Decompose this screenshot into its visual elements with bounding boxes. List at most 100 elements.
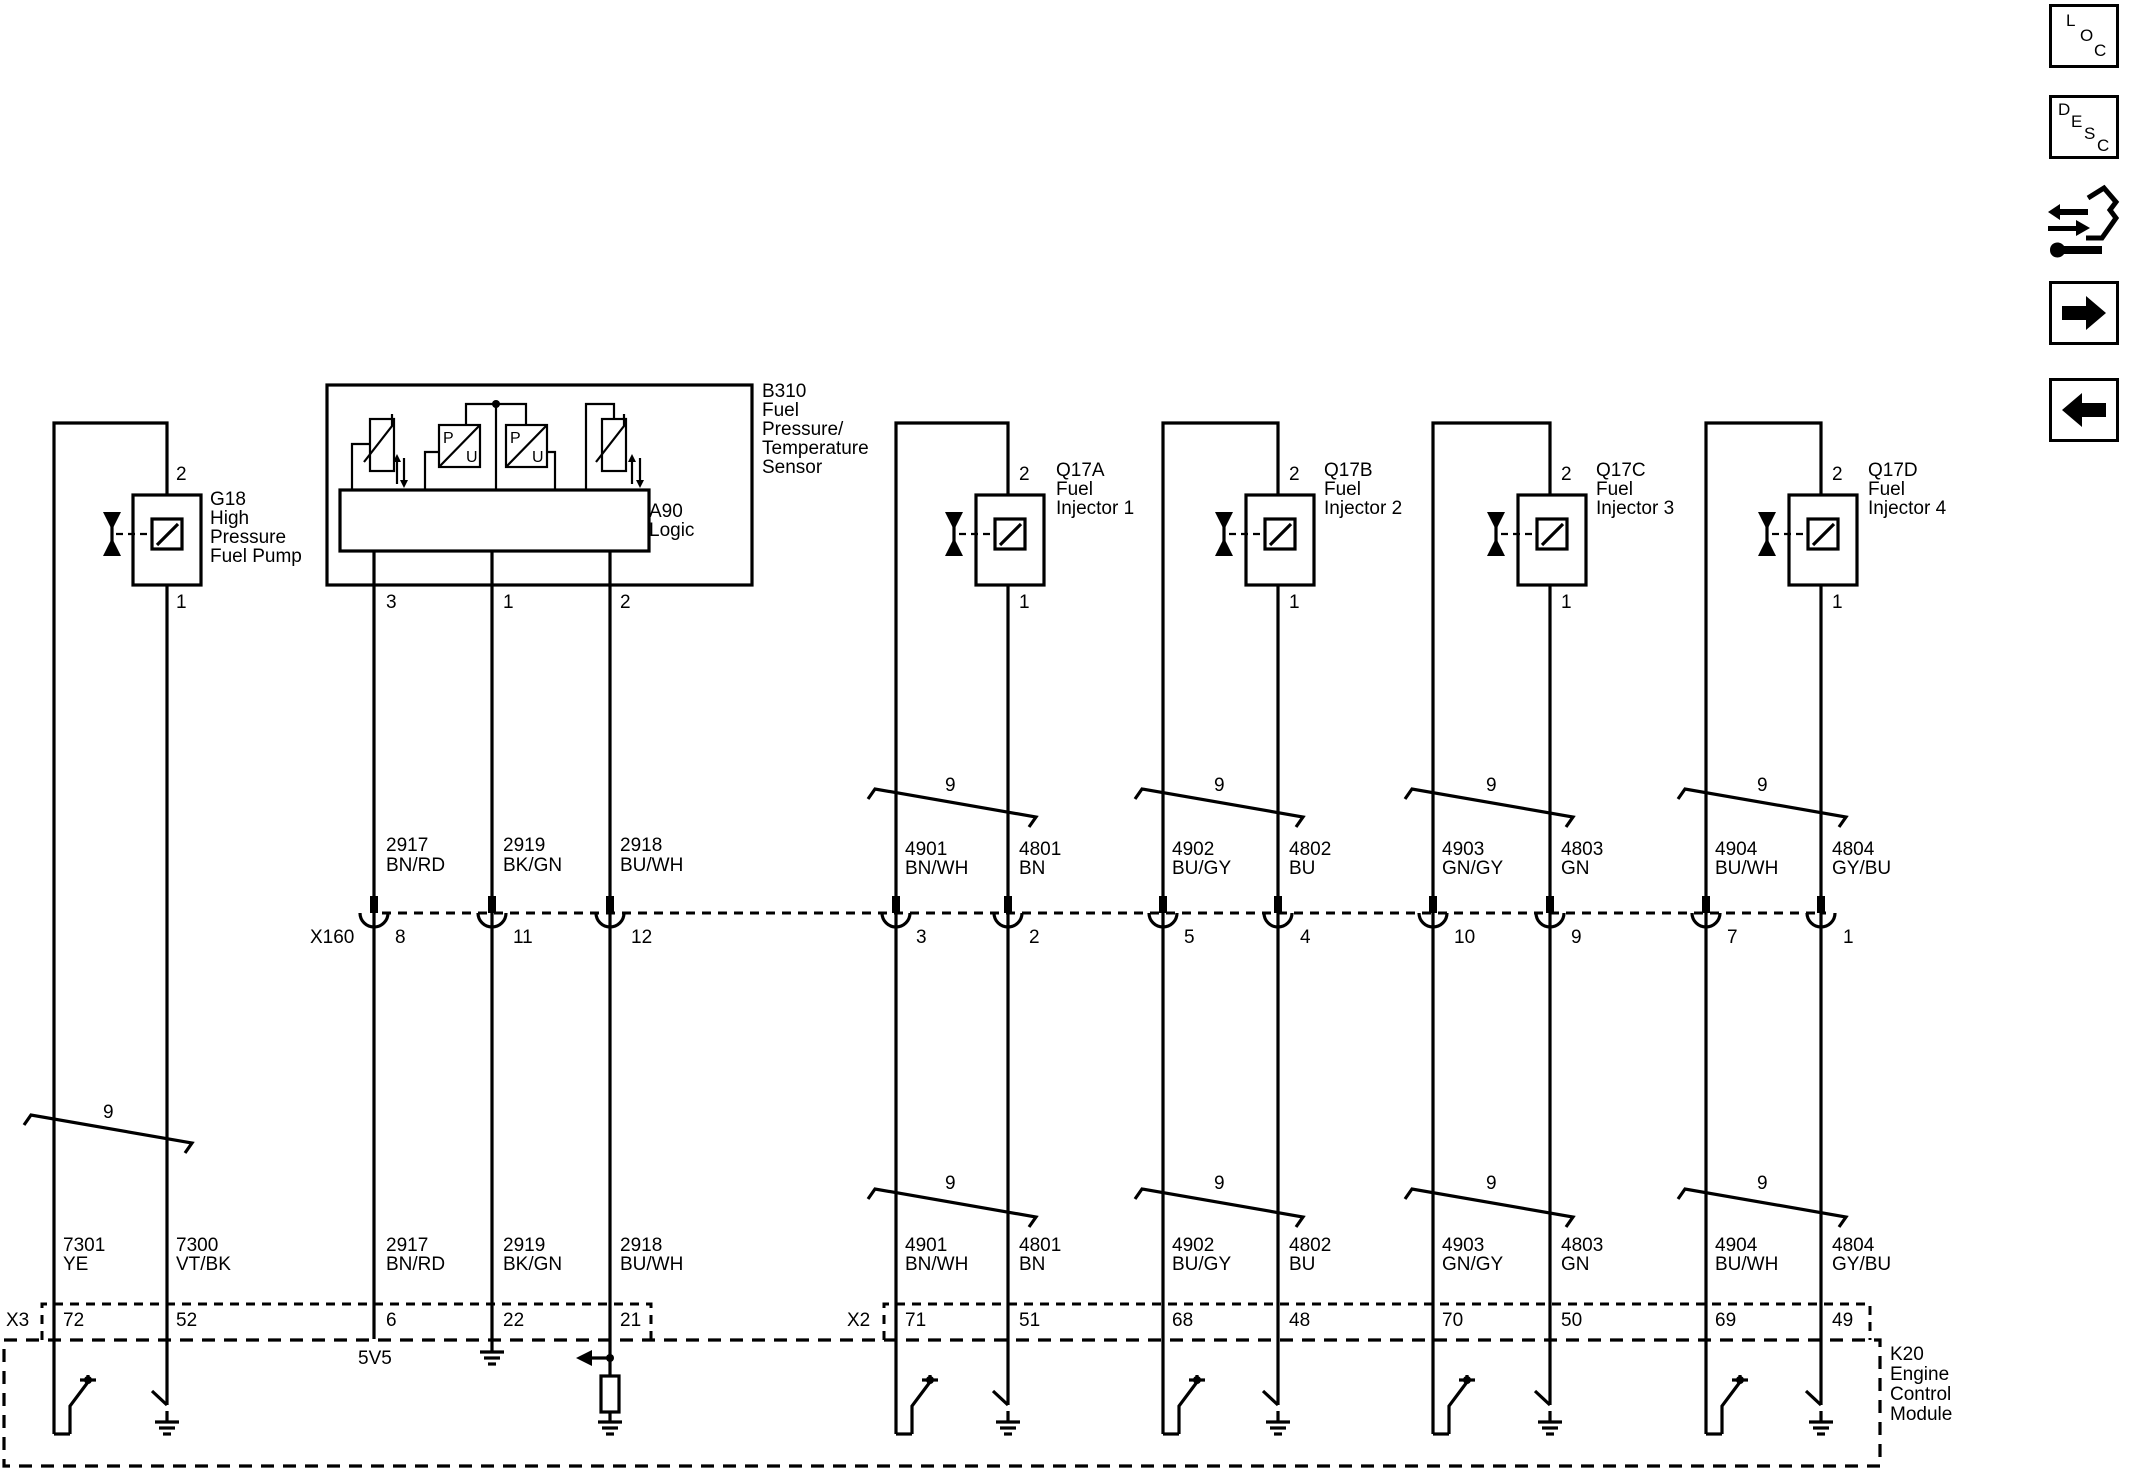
desc-letter: S xyxy=(2084,124,2095,143)
wire-4804-circuit: 4804 xyxy=(1832,839,1875,860)
signal-input-icon xyxy=(576,1350,622,1436)
switch-icon xyxy=(896,1375,938,1436)
g18-id: G18 xyxy=(210,489,246,510)
switch-icon xyxy=(1706,1375,1748,1436)
k20-engine-control-module[interactable]: K20 Engine Control Module 5V5 xyxy=(2,1338,1952,1468)
loc-letter: O xyxy=(2080,26,2093,45)
x2-connector[interactable]: X2 71 51 68 48 70 50 69 49 xyxy=(847,1302,1872,1340)
wire-4803-color: GN xyxy=(1561,858,1590,879)
b310-label-3: Temperature xyxy=(762,438,869,459)
connector-wrench-icon xyxy=(2048,184,2120,258)
x3-connector[interactable]: X3 72 52 6 22 21 xyxy=(6,1302,653,1340)
q17b-pin-1: 1 xyxy=(1289,592,1300,613)
wire-4801-color: BN xyxy=(1019,1254,1045,1275)
previous-page-button[interactable] xyxy=(2049,378,2119,442)
wire-2919-circuit: 2919 xyxy=(503,835,545,856)
x160-connector[interactable]: X160 8 11 12 3 2 5 4 10 9 7 1 xyxy=(310,896,1854,948)
b310-label-2: Pressure/ xyxy=(762,419,844,440)
x160-pin: 3 xyxy=(916,927,927,948)
ground-switch-icon xyxy=(150,1389,179,1436)
q17a-pin-1: 1 xyxy=(1019,592,1030,613)
g18-fuel-pump[interactable]: 2 1 G18 High Pressure Fuel Pump xyxy=(52,421,302,1434)
wire-4902-circuit: 4902 xyxy=(1172,1235,1214,1256)
wire-labels-lower: 7301 YE 7300 VT/BK 2917 BN/RD 2919 BK/GN… xyxy=(63,1235,1891,1275)
x2-pin: 69 xyxy=(1715,1310,1736,1331)
b310-id: B310 xyxy=(762,381,806,402)
q17b-fuel-injector-2[interactable]: 2 1 Q17B Fuel Injector 2 xyxy=(1161,421,1402,1434)
x3-pin: 52 xyxy=(176,1310,197,1331)
wire-4902-color: BU/GY xyxy=(1172,858,1231,879)
q17a-id: Q17A xyxy=(1056,460,1105,481)
x3-pin: 21 xyxy=(620,1310,641,1331)
x3-pin: 6 xyxy=(386,1310,397,1331)
wire-2918-color: BU/WH xyxy=(620,1254,683,1275)
switch-icon xyxy=(1433,1375,1475,1436)
desc-letter: E xyxy=(2071,112,2082,131)
x3-label: X3 xyxy=(6,1310,29,1331)
x3-pin: 72 xyxy=(63,1310,84,1331)
wire-4802-circuit: 4802 xyxy=(1289,839,1331,860)
b310-label-1: Fuel xyxy=(762,400,799,421)
x2-pin: 51 xyxy=(1019,1310,1040,1331)
x160-pin: 7 xyxy=(1727,927,1738,948)
description-button[interactable]: D E S C xyxy=(2049,95,2119,159)
a90-id: A90 xyxy=(649,501,683,522)
g18-label-2: Pressure xyxy=(210,527,286,548)
x2-pin: 70 xyxy=(1442,1310,1463,1331)
wire-2917-circuit: 2917 xyxy=(386,835,428,856)
wire-4901-color: BN/WH xyxy=(905,858,968,879)
wire-4904-color: BU/WH xyxy=(1715,858,1778,879)
q17b-pin-2: 2 xyxy=(1289,464,1300,485)
q17c-pin-2: 2 xyxy=(1561,464,1572,485)
k20-label-1: Engine xyxy=(1890,1364,1949,1385)
wire-4803-circuit: 4803 xyxy=(1561,839,1603,860)
q17c-pin-1: 1 xyxy=(1561,592,1572,613)
q17d-label-1: Fuel xyxy=(1868,479,1905,500)
wire-4804-color: GY/BU xyxy=(1832,858,1891,879)
q17d-pin-1: 1 xyxy=(1832,592,1843,613)
b310-p1: P xyxy=(443,430,454,447)
x3-pin: 22 xyxy=(503,1310,524,1331)
wire-4804-circuit: 4804 xyxy=(1832,1235,1875,1256)
x2-pin: 49 xyxy=(1832,1310,1853,1331)
q17a-pin-2: 2 xyxy=(1019,464,1030,485)
a90-label: Logic xyxy=(649,520,694,541)
desc-letter: C xyxy=(2097,136,2109,155)
wire-4801-circuit: 4801 xyxy=(1019,1235,1061,1256)
x160-pin: 10 xyxy=(1454,927,1475,948)
b310-sensor[interactable]: P U P U A90 Logic B310 Fuel Pressure/ Te… xyxy=(325,381,869,1370)
wire-4904-circuit: 4904 xyxy=(1715,1235,1758,1256)
location-button[interactable]: L O C xyxy=(2049,4,2119,68)
x160-pin: 11 xyxy=(513,927,533,948)
twist-label: 9 xyxy=(103,1102,114,1123)
wire-7301-circuit: 7301 xyxy=(63,1235,105,1256)
x160-label: X160 xyxy=(310,927,354,948)
wire-4904-color: BU/WH xyxy=(1715,1254,1778,1275)
connector-info-button[interactable] xyxy=(2046,176,2124,262)
g18-label-3: Fuel Pump xyxy=(210,546,302,567)
x160-pin: 12 xyxy=(631,927,652,948)
wire-2917-color: BN/RD xyxy=(386,1254,445,1275)
desc-letter: D xyxy=(2058,100,2070,119)
wire-4901-circuit: 4901 xyxy=(905,839,947,860)
q17d-fuel-injector-4[interactable]: 2 1 Q17D Fuel Injector 4 xyxy=(1704,421,1947,1434)
next-page-button[interactable] xyxy=(2049,281,2119,345)
wire-2919-circuit: 2919 xyxy=(503,1235,545,1256)
loc-icon: L O C xyxy=(2066,11,2106,60)
q17d-id: Q17D xyxy=(1868,460,1918,481)
q17a-fuel-injector-1[interactable]: 2 1 Q17A Fuel Injector 1 xyxy=(894,421,1134,1434)
wire-4804-color: GY/BU xyxy=(1832,1254,1891,1275)
wire-4802-circuit: 4802 xyxy=(1289,1235,1331,1256)
loc-letter: C xyxy=(2094,41,2106,60)
q17a-label-1: Fuel xyxy=(1056,479,1093,500)
g18-label-1: High xyxy=(210,508,249,529)
x2-pin: 50 xyxy=(1561,1310,1582,1331)
ground-switch-icon xyxy=(1533,1389,1562,1436)
g18-pin-1: 1 xyxy=(176,592,187,613)
wire-2918-color: BU/WH xyxy=(620,855,683,876)
x2-pin: 48 xyxy=(1289,1310,1310,1331)
b310-u1: U xyxy=(466,449,478,466)
wire-4902-color: BU/GY xyxy=(1172,1254,1231,1275)
ground-switch-icon xyxy=(1804,1389,1833,1436)
